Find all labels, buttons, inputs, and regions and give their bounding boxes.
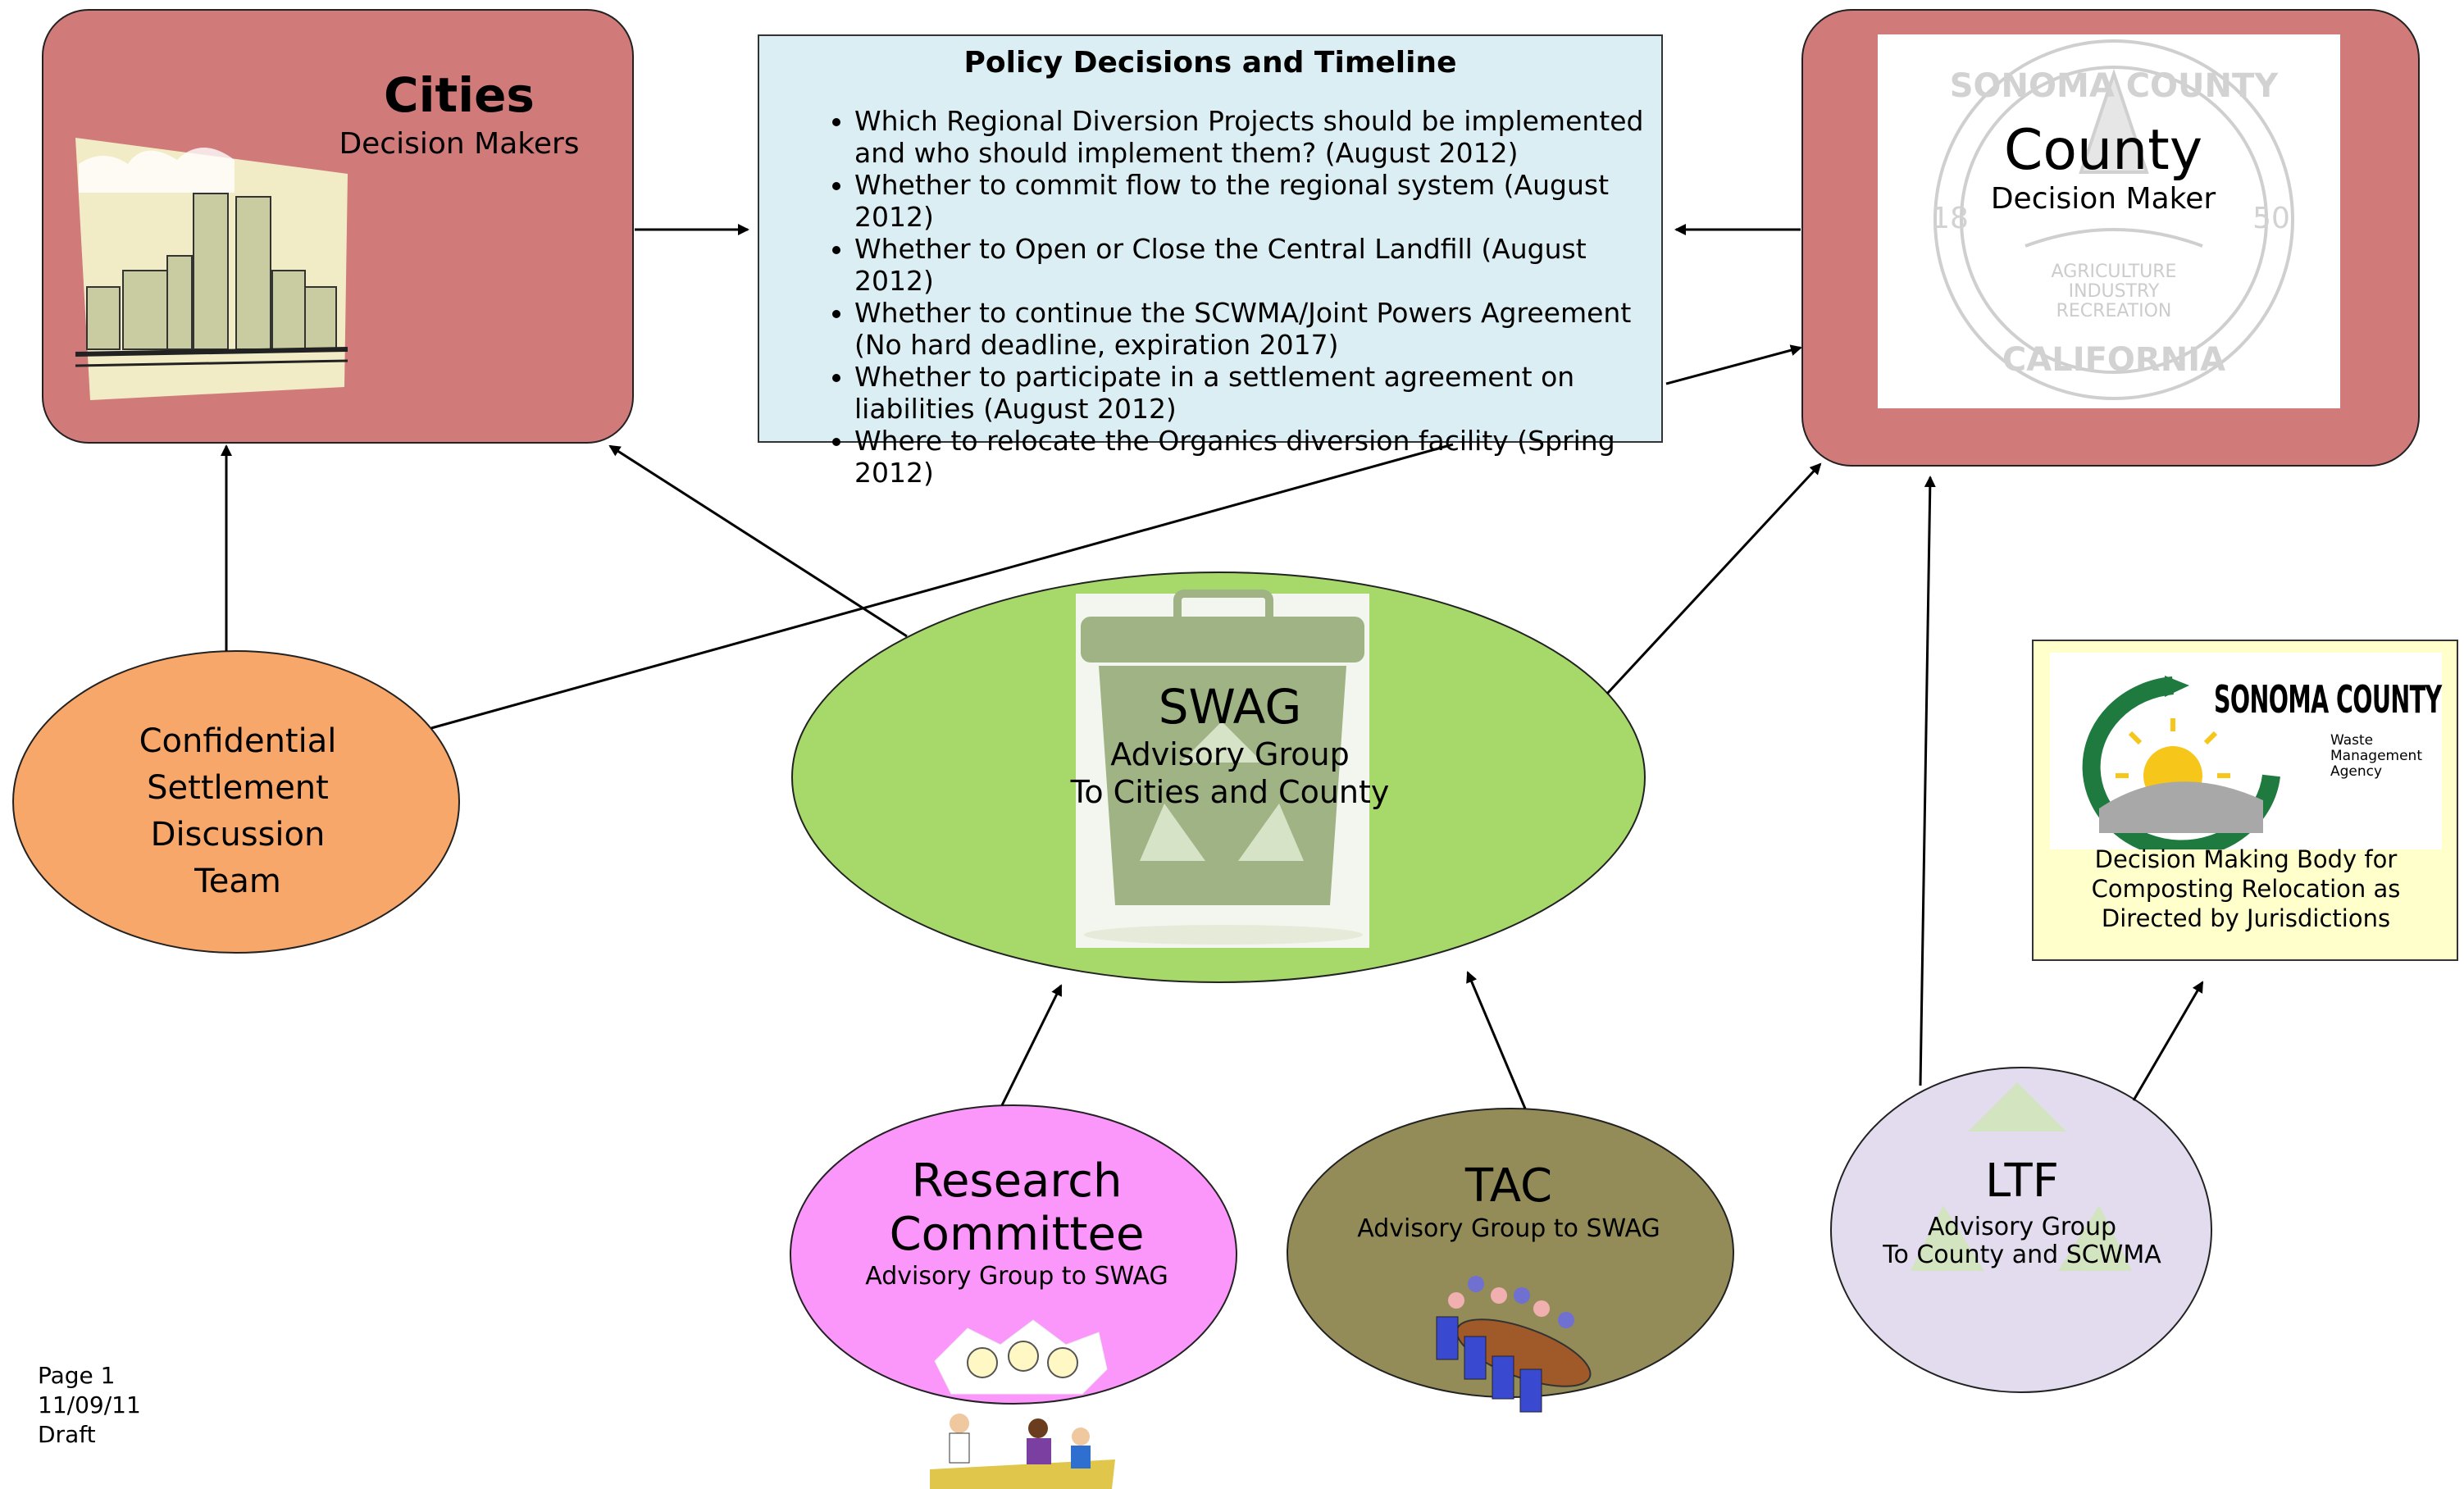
- tac-title: TAC: [1464, 1159, 1553, 1213]
- footer-status: Draft: [38, 1421, 96, 1448]
- seal-top-text: SONOMA COUNTY: [1950, 67, 2280, 105]
- swag-subtitle-1: Advisory Group: [1110, 736, 1350, 772]
- policy-item: Whether to commit flow to the regional s…: [854, 169, 1645, 233]
- scwma-box: SONOMA COUNTY Waste Management Agency De…: [2032, 640, 2458, 961]
- policy-item: Whether to continue the SCWMA/Joint Powe…: [854, 297, 1645, 361]
- seal-line-1: AGRICULTURE: [2052, 262, 2177, 282]
- policy-item: Where to relocate the Organics diversion…: [854, 425, 1645, 489]
- policy-list: Which Regional Diversion Projects should…: [759, 105, 1661, 489]
- scwma-logo-subtitle: Waste Management Agency: [2330, 733, 2429, 780]
- confidential-line: Confidential: [139, 722, 337, 760]
- ltf-ellipse: [1830, 1067, 2212, 1393]
- policy-item: Whether to Open or Close the Central Lan…: [854, 233, 1645, 297]
- research-title-line-2: Committee: [889, 1208, 1145, 1261]
- ltf-subtitle-1: Advisory Group: [1927, 1213, 2117, 1241]
- footer-page: Page 1: [38, 1362, 116, 1389]
- page-footer: Page 1 11/09/11 Draft: [38, 1361, 141, 1450]
- recycle-watermark-icon: [1911, 1082, 2132, 1271]
- swag-title: SWAG: [1158, 679, 1302, 735]
- scwma-logo-icon: [2082, 676, 2280, 858]
- ltf-title: LTF: [1985, 1154, 2059, 1208]
- meeting-people-icon: [930, 1414, 1115, 1489]
- research-ellipse: [790, 1104, 1237, 1405]
- tac-subtitle: Advisory Group to SWAG: [1357, 1214, 1660, 1243]
- connector-lines: [221, 224, 2204, 1109]
- scwma-logo-sub-line: Waste: [2330, 732, 2374, 749]
- scwma-description-line: Directed by Jurisdictions: [2101, 904, 2391, 932]
- scwma-description: Decision Making Body for Composting Relo…: [2042, 845, 2450, 933]
- seal-line-3: RECREATION: [2056, 301, 2172, 321]
- scwma-description-line: Composting Relocation as: [2091, 875, 2401, 903]
- confidential-line: Team: [194, 863, 281, 900]
- scwma-logo-name: SONOMA COUNTY: [2214, 677, 2442, 722]
- confidential-label: Confidential Settlement Discussion Team: [49, 718, 426, 905]
- scwma-logo-sub-line: Management: [2330, 748, 2422, 764]
- lightbulb-icon: [934, 1319, 1108, 1395]
- scwma-description-line: Decision Making Body for: [2094, 845, 2398, 873]
- conference-table-icon: [1436, 1276, 1592, 1413]
- policy-item: Which Regional Diversion Projects should…: [854, 105, 1645, 169]
- policy-title: Policy Decisions and Timeline: [963, 46, 1457, 80]
- seal-right-number: 50: [2252, 202, 2290, 235]
- cities-subtitle: Decision Makers: [339, 127, 580, 161]
- cities-title: Cities: [384, 67, 535, 123]
- recycling-bin-icon: [1076, 590, 1369, 948]
- county-title: County: [2003, 118, 2203, 183]
- scwma-logo-sub-line: Agency: [2330, 763, 2383, 780]
- scwma-logo: SONOMA COUNTY Waste Management Agency: [2050, 653, 2442, 858]
- seal-left-number: 18: [1931, 202, 1969, 235]
- county-seal-icon: [1933, 39, 2294, 400]
- research-subtitle: Advisory Group to SWAG: [865, 1262, 1168, 1291]
- seal-line-2: INDUSTRY: [2069, 281, 2160, 302]
- confidential-line: Settlement: [147, 769, 329, 807]
- county-subtitle: Decision Maker: [1990, 182, 2216, 216]
- city-skyline-icon: [75, 138, 348, 400]
- confidential-ellipse: [12, 650, 460, 954]
- ltf-subtitle-2: To County and SCWMA: [1883, 1241, 2161, 1269]
- research-title-line-1: Research: [911, 1154, 1123, 1208]
- footer-date: 11/09/11: [38, 1391, 141, 1418]
- seal-bottom-text: CALIFORNIA: [2002, 341, 2225, 379]
- confidential-line: Discussion: [150, 816, 326, 854]
- policy-box: Policy Decisions and Timeline Which Regi…: [758, 34, 1663, 489]
- policy-item: Whether to participate in a settlement a…: [854, 361, 1645, 425]
- swag-subtitle-2: To Cities and County: [1070, 774, 1390, 810]
